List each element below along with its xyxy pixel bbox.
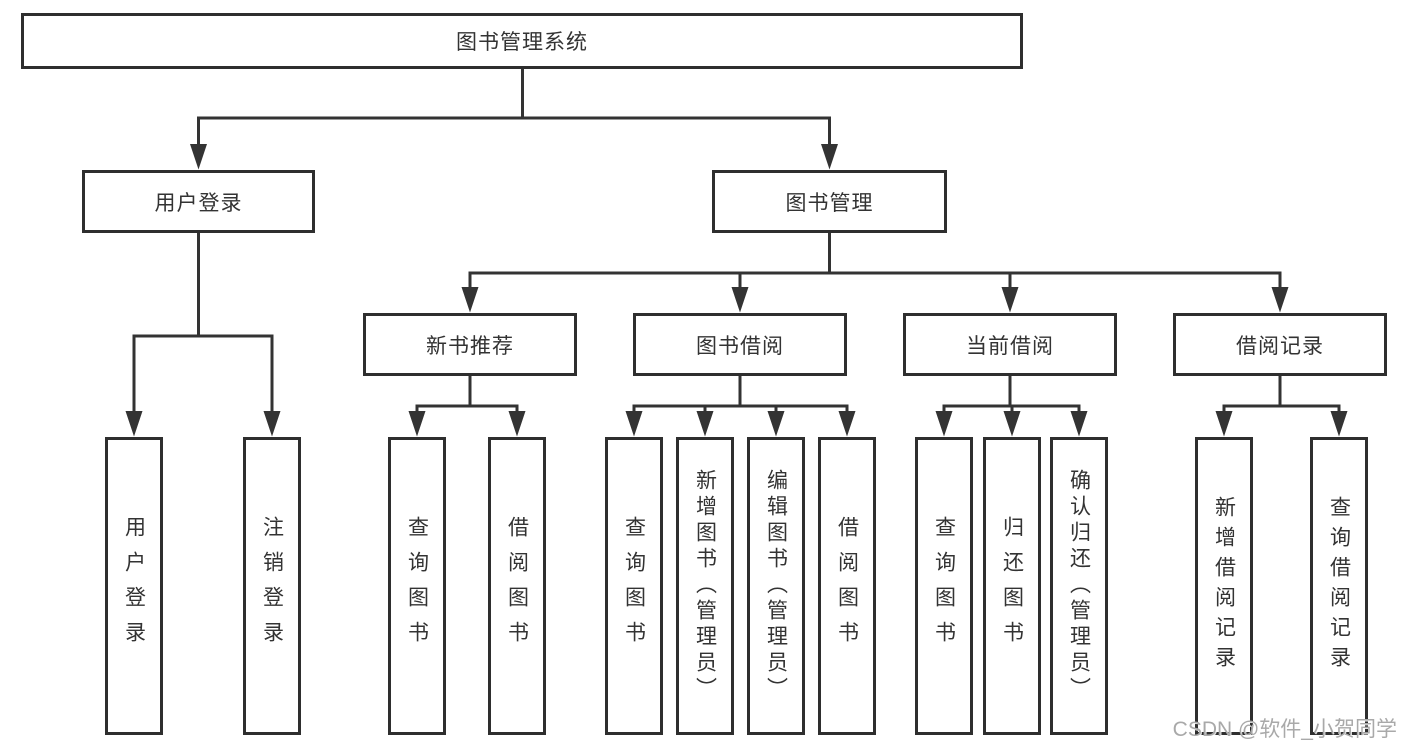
node-label: 图书借阅 (696, 334, 784, 358)
node-current-borrowing: 当前借阅 (903, 313, 1117, 376)
node-label: 归还图书 (1000, 516, 1024, 656)
node-book-management: 图书管理 (712, 170, 947, 233)
node-label: 查询图书 (932, 516, 956, 656)
node-label: 图书管理系统 (456, 31, 588, 54)
node-label: 新增借阅记录 (1212, 496, 1236, 676)
node-label: 查询图书 (622, 516, 646, 656)
node-label: 新书推荐 (426, 334, 514, 358)
leaf-nbr-borrow-books: 借阅图书 (488, 437, 546, 735)
leaf-br-query-record: 查询借阅记录 (1310, 437, 1368, 735)
node-label: 编辑图书（管理员） (764, 469, 788, 703)
node-new-book-recommend: 新书推荐 (363, 313, 577, 376)
leaf-bb-edit-books-admin: 编辑图书（管理员） (747, 437, 805, 735)
node-label: 借阅图书 (505, 516, 529, 656)
leaf-bb-add-books-admin: 新增图书（管理员） (676, 437, 734, 735)
leaf-cb-confirm-return-admin: 确认归还（管理员） (1050, 437, 1108, 735)
leaf-user-login: 用户登录 (105, 437, 163, 735)
leaf-cb-return-books: 归还图书 (983, 437, 1041, 735)
node-label: 用户登录 (122, 516, 146, 656)
node-book-borrowing: 图书借阅 (633, 313, 847, 376)
node-label: 图书管理 (785, 191, 874, 215)
watermark: CSDN @软件_小贺同学 (1172, 718, 1397, 741)
node-label: 查询图书 (405, 516, 429, 656)
node-label: 借阅记录 (1236, 334, 1324, 358)
node-label: 注销登录 (260, 516, 284, 656)
leaf-br-add-record: 新增借阅记录 (1195, 437, 1253, 735)
node-borrowing-records: 借阅记录 (1173, 313, 1387, 376)
node-label: 查询借阅记录 (1327, 496, 1351, 676)
node-label: 用户登录 (154, 191, 243, 215)
leaf-nbr-query-books: 查询图书 (388, 437, 446, 735)
leaf-bb-query-books: 查询图书 (605, 437, 663, 735)
leaf-logout-login: 注销登录 (243, 437, 301, 735)
node-label: 当前借阅 (966, 334, 1054, 358)
node-label: 新增图书（管理员） (693, 469, 717, 703)
node-label: 借阅图书 (835, 516, 859, 656)
leaf-cb-query-books: 查询图书 (915, 437, 973, 735)
node-library-management-system: 图书管理系统 (21, 13, 1023, 69)
leaf-bb-borrow-books: 借阅图书 (818, 437, 876, 735)
node-user-login: 用户登录 (82, 170, 315, 233)
node-label: 确认归还（管理员） (1067, 469, 1091, 703)
